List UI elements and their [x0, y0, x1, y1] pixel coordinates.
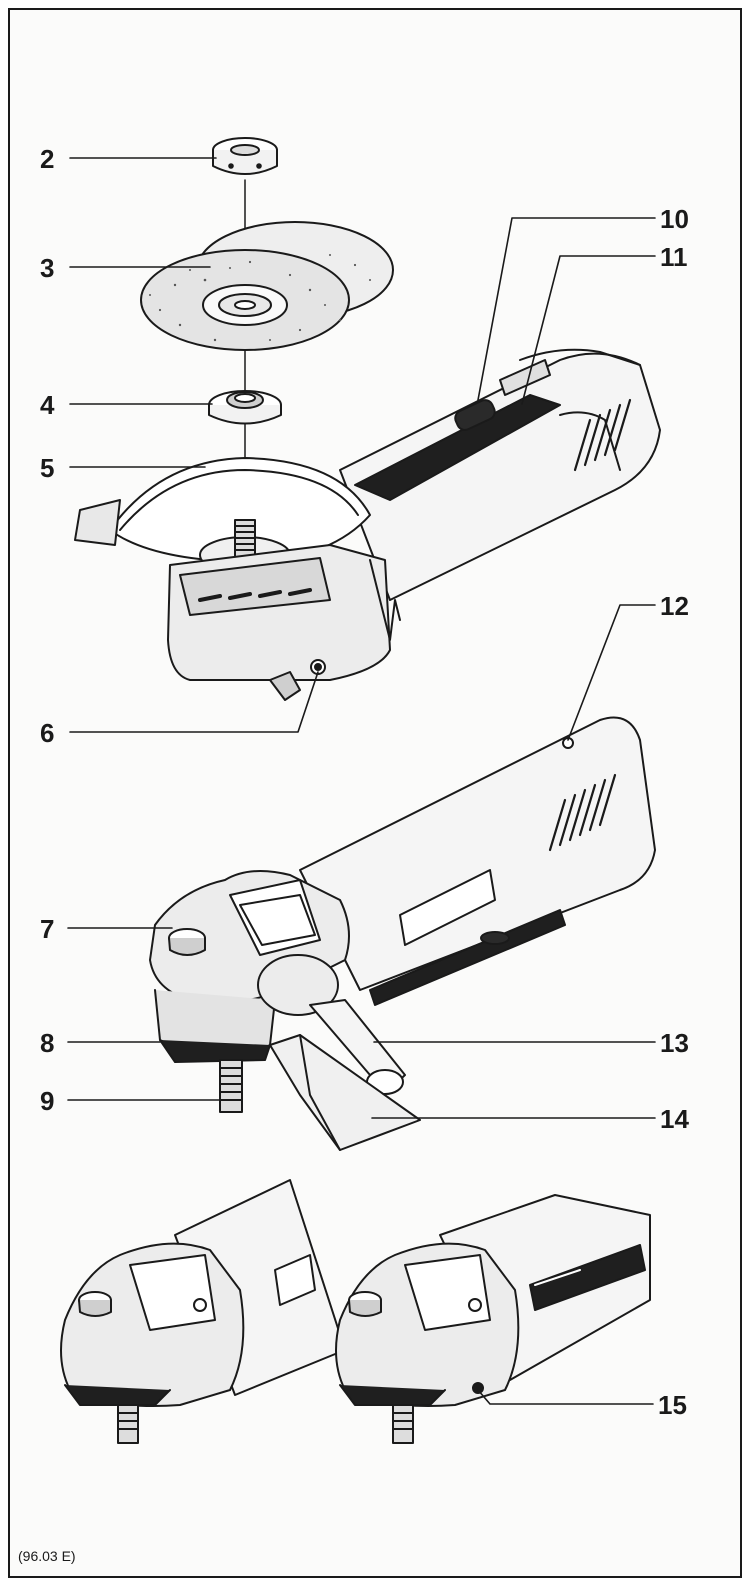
document-code: (96.03 E): [18, 1548, 76, 1564]
callout-13: 13: [660, 1028, 689, 1058]
callout-11: 11: [660, 242, 688, 272]
callout-14: 14: [660, 1104, 689, 1134]
callout-2: 2: [40, 144, 55, 174]
callout-leader-lines: [67, 157, 656, 1405]
angle-grinder-variant-b: [335, 1194, 651, 1444]
callout-15: 15: [658, 1390, 687, 1420]
callout-12: 12: [660, 591, 689, 621]
grinding-disc-part: [140, 221, 394, 351]
callout-10: 10: [660, 204, 689, 234]
callout-9: 9: [40, 1086, 55, 1116]
callout-4: 4: [40, 390, 55, 420]
angle-grinder-variant-a: [60, 1179, 346, 1444]
callout-3: 3: [40, 253, 55, 283]
callout-8: 8: [40, 1028, 55, 1058]
callout-6: 6: [40, 718, 55, 748]
angle-grinder-top-view: [74, 348, 661, 701]
flange-nut-part: [212, 137, 278, 175]
angle-grinder-side-view: [149, 716, 656, 1151]
callout-5: 5: [40, 453, 55, 483]
support-flange-part: [208, 390, 282, 425]
callout-7: 7: [40, 914, 55, 944]
